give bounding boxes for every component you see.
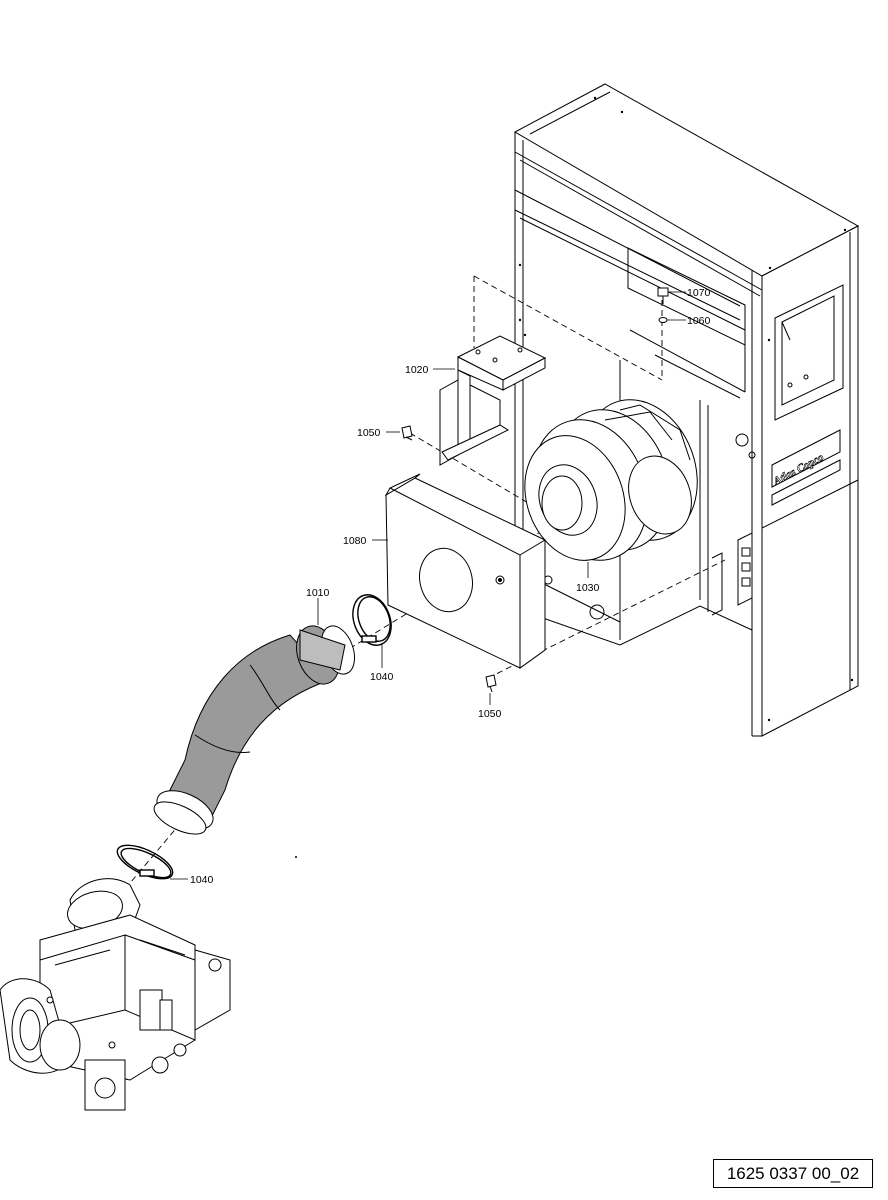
stray-dot — [295, 856, 297, 858]
part-label-1080: 1080 — [343, 535, 367, 547]
bolt-1070 — [657, 287, 669, 304]
frame-rivets — [518, 96, 854, 722]
air-filter-1030 — [524, 399, 698, 561]
part-label-1030: 1030 — [576, 582, 600, 594]
canopy-frame — [513, 83, 860, 737]
cover-plate-1080 — [384, 473, 546, 669]
intake-hose-1010 — [153, 625, 355, 835]
part-label-1060: 1060 — [687, 315, 711, 327]
part-label-1050-lower: 1050 — [478, 708, 502, 720]
part-label-1020: 1020 — [405, 364, 429, 376]
part-label-1070: 1070 — [687, 287, 711, 299]
hose-clamp-1040-lower — [116, 844, 174, 880]
drawing-reference-number: 1625 0337 00_02 — [713, 1159, 873, 1188]
leader-lines — [170, 291, 686, 880]
part-label-1040-upper: 1040 — [370, 671, 394, 683]
part-label-1010: 1010 — [306, 587, 330, 599]
bracket-1020 — [439, 335, 547, 466]
compressor-element — [0, 878, 231, 1111]
hose-clamp-1040-upper — [352, 594, 392, 646]
part-label-1040-lower: 1040 — [190, 874, 214, 886]
washer-1060 — [658, 317, 668, 323]
screw-1050-upper — [401, 425, 413, 441]
screw-1050-lower — [485, 674, 497, 693]
part-label-1050-upper: 1050 — [357, 427, 381, 439]
